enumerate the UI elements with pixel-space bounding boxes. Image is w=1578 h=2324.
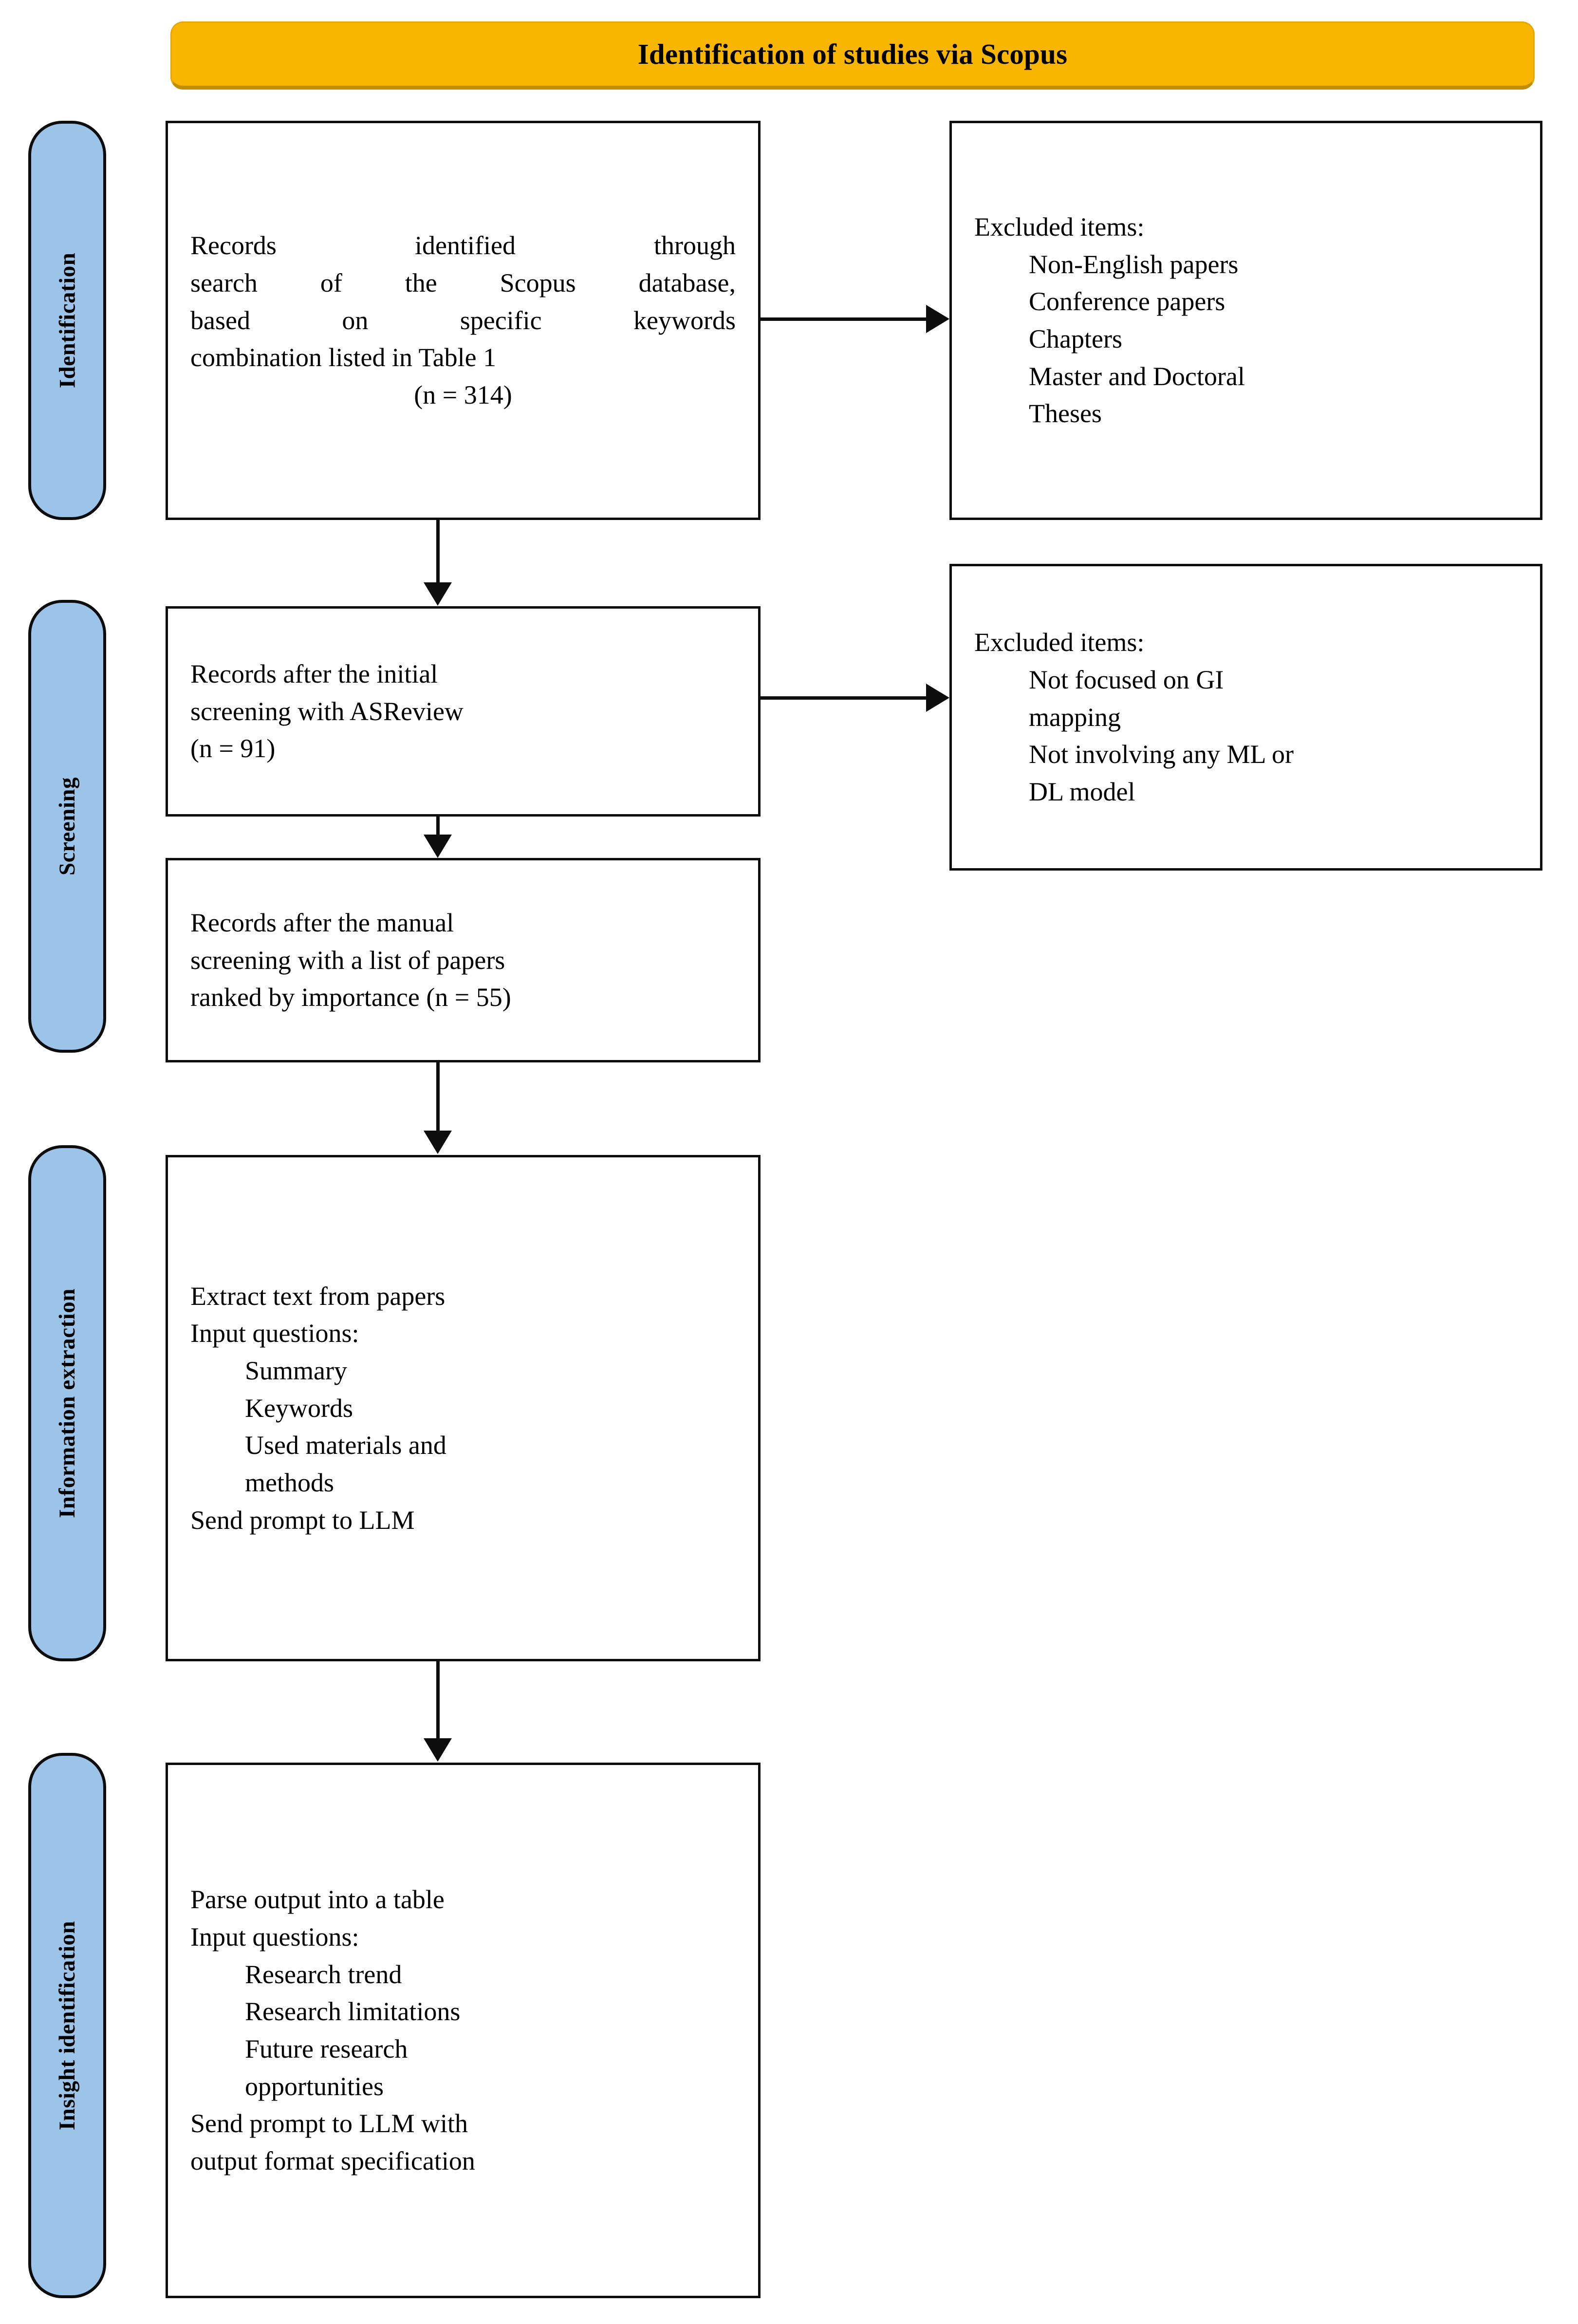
records-identified-line-2: search of the Scopus database, — [190, 268, 736, 297]
manual-screening-line-2: screening with a list of papers — [190, 945, 505, 975]
insight-item-3: opportunities — [245, 2071, 384, 2101]
page-title: Identification of studies via Scopus — [637, 38, 1068, 70]
records-identified-line-4: combination listed in Table 1 — [190, 343, 497, 372]
connector-manual-to-extraction-line — [436, 1062, 440, 1133]
extraction-item-1: Keywords — [245, 1393, 353, 1423]
stage-pill-insight-identification: Insight identification — [28, 1753, 106, 2298]
initial-screening-line-2: screening with ASReview — [190, 696, 464, 726]
manual-screening-line-3: ranked by importance (n = 55) — [190, 983, 511, 1012]
excluded-1-item-0: Non-English papers — [1029, 249, 1239, 279]
stage-pill-information-extraction: Information extraction — [28, 1145, 106, 1661]
extraction-item-2: Used materials and — [245, 1431, 446, 1460]
insight-item-0: Research trend — [245, 1959, 402, 1989]
box-information-extraction: Extract text from papers Input questions… — [166, 1155, 761, 1661]
stage-label-information-extraction: Information extraction — [55, 1288, 80, 1518]
extraction-line-3: Send prompt to LLM — [190, 1505, 415, 1535]
excluded-2-item-1: mapping — [1029, 702, 1121, 732]
connector-identified-to-excluded1-line — [760, 317, 928, 321]
extraction-line-2: Input questions: — [190, 1319, 359, 1348]
connector-identified-to-excluded1-arrowhead — [926, 305, 949, 333]
stage-pill-identification: Identification — [28, 121, 106, 520]
box-records-initial-screening: Records after the initial screening with… — [166, 606, 761, 817]
initial-screening-line-1: Records after the initial — [190, 659, 438, 688]
connector-identified-to-initial-arrowhead — [424, 582, 452, 606]
insight-line-3: Send prompt to LLM with — [190, 2109, 468, 2138]
connector-initial-to-excluded2-arrowhead — [926, 684, 949, 712]
excluded-1-item-1: Conference papers — [1029, 287, 1225, 316]
stage-label-insight-identification: Insight identification — [55, 1920, 80, 2131]
title-banner: Identification of studies via Scopus — [170, 21, 1535, 90]
box-excluded-items-screening: Excluded items: Not focused on GI mappin… — [949, 564, 1542, 871]
records-identified-line-1: Records identified through — [190, 231, 736, 260]
extraction-item-3: methods — [245, 1468, 334, 1497]
insight-line-2: Input questions: — [190, 1922, 359, 1952]
connector-initial-to-excluded2-line — [760, 696, 928, 700]
extraction-line-1: Extract text from papers — [190, 1281, 446, 1311]
excluded-1-item-4: Theses — [1029, 399, 1102, 428]
excluded-2-item-2: Not involving any ML or — [1029, 740, 1294, 769]
excluded-2-heading: Excluded items: — [974, 628, 1145, 657]
connector-extraction-to-insight-arrowhead — [424, 1738, 452, 1762]
insight-line-4: output format specification — [190, 2146, 475, 2176]
connector-extraction-to-insight-line — [436, 1661, 440, 1740]
initial-screening-count: (n = 91) — [190, 734, 276, 763]
box-excluded-items-identification: Excluded items: Non-English papers Confe… — [949, 121, 1542, 520]
extraction-item-0: Summary — [245, 1356, 347, 1385]
excluded-2-item-3: DL model — [1029, 777, 1135, 806]
insight-item-2: Future research — [245, 2034, 408, 2064]
box-records-manual-screening: Records after the manual screening with … — [166, 858, 761, 1062]
stage-pill-screening: Screening — [28, 600, 106, 1053]
connector-manual-to-extraction-arrowhead — [424, 1131, 452, 1154]
insight-item-1: Research limitations — [245, 1997, 461, 2027]
connector-initial-to-manual-line — [436, 817, 440, 840]
connector-identified-to-initial-line — [436, 520, 440, 584]
excluded-1-item-3: Master and Doctoral — [1029, 361, 1245, 391]
records-identified-line-3: based on specific keywords — [190, 305, 736, 335]
manual-screening-line-1: Records after the manual — [190, 908, 454, 937]
stage-label-screening: Screening — [55, 777, 80, 876]
stage-label-identification: Identification — [55, 252, 80, 389]
box-insight-identification: Parse output into a table Input question… — [166, 1763, 761, 2298]
records-identified-count: (n = 314) — [414, 380, 512, 409]
excluded-1-heading: Excluded items: — [974, 212, 1145, 242]
box-records-identified: Records identified through search of the… — [166, 121, 761, 520]
connector-initial-to-manual-arrowhead — [424, 835, 452, 858]
excluded-1-item-2: Chapters — [1029, 324, 1122, 353]
insight-line-1: Parse output into a table — [190, 1885, 445, 1915]
excluded-2-item-0: Not focused on GI — [1029, 665, 1224, 694]
